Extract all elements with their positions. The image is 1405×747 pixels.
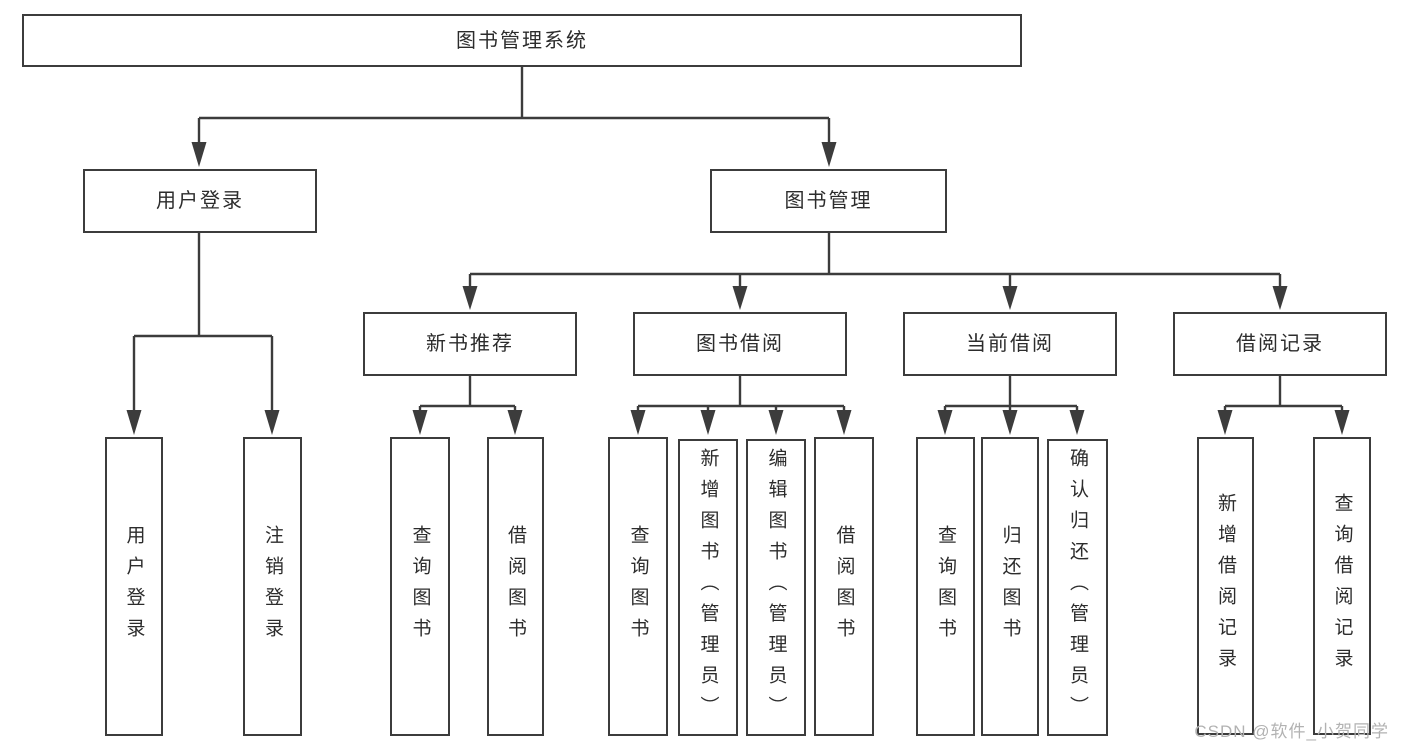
leaf-current-confirm-return-admin: 确认归还（管理员）: [1047, 439, 1108, 736]
csdn-watermark: CSDN @软件_小贺同学: [1194, 722, 1389, 741]
leaf-logout-label: 注销登录: [262, 524, 283, 649]
leaf-newbook-query-books-label: 查询图书: [409, 524, 431, 649]
leaf-current-query-books-label: 查询图书: [935, 524, 956, 649]
node-new-book-recommend-label: 新书推荐: [426, 333, 514, 355]
leaf-current-query-books: 查询图书: [916, 437, 975, 736]
leaf-borrow-borrow-books-label: 借阅图书: [833, 524, 855, 649]
node-new-book-recommend: 新书推荐: [363, 312, 577, 376]
leaf-records-query-record: 查询借阅记录: [1313, 437, 1371, 735]
leaf-newbook-query-books: 查询图书: [390, 437, 450, 736]
leaf-borrow-query-books: 查询图书: [608, 437, 668, 736]
leaf-newbook-borrow-books-label: 借阅图书: [505, 524, 526, 649]
leaf-current-return-books: 归还图书: [981, 437, 1039, 736]
node-user-login-label: 用户登录: [156, 190, 244, 212]
node-current-borrow: 当前借阅: [903, 312, 1117, 376]
leaf-user-login: 用户登录: [105, 437, 163, 736]
leaf-records-add-record: 新增借阅记录: [1197, 437, 1254, 735]
node-borrow-records: 借阅记录: [1173, 312, 1387, 376]
leaf-borrow-edit-books-admin: 编辑图书（管理员）: [746, 439, 806, 736]
leaf-logout: 注销登录: [243, 437, 302, 736]
node-user-login: 用户登录: [83, 169, 317, 233]
leaf-current-confirm-return-admin-label: 确认归还（管理员）: [1067, 448, 1088, 727]
leaf-records-query-record-label: 查询借阅记录: [1331, 493, 1353, 679]
leaf-user-login-label: 用户登录: [123, 524, 145, 649]
leaf-borrow-query-books-label: 查询图书: [627, 524, 649, 649]
node-current-borrow-label: 当前借阅: [966, 333, 1054, 355]
node-root-label: 图书管理系统: [456, 29, 588, 52]
leaf-current-return-books-label: 归还图书: [999, 524, 1021, 649]
leaf-newbook-borrow-books: 借阅图书: [487, 437, 544, 736]
node-borrow-records-label: 借阅记录: [1236, 333, 1324, 355]
node-book-borrow: 图书借阅: [633, 312, 847, 376]
node-root: 图书管理系统: [22, 14, 1022, 67]
node-book-management: 图书管理: [710, 169, 947, 233]
leaf-records-add-record-label: 新增借阅记录: [1215, 493, 1236, 679]
leaf-borrow-add-books-admin-label: 新增图书（管理员）: [697, 448, 719, 727]
node-book-management-label: 图书管理: [784, 190, 873, 212]
leaf-borrow-borrow-books: 借阅图书: [814, 437, 874, 736]
leaf-borrow-add-books-admin: 新增图书（管理员）: [678, 439, 738, 736]
leaf-borrow-edit-books-admin-label: 编辑图书（管理员）: [765, 448, 787, 727]
node-book-borrow-label: 图书借阅: [696, 333, 784, 355]
